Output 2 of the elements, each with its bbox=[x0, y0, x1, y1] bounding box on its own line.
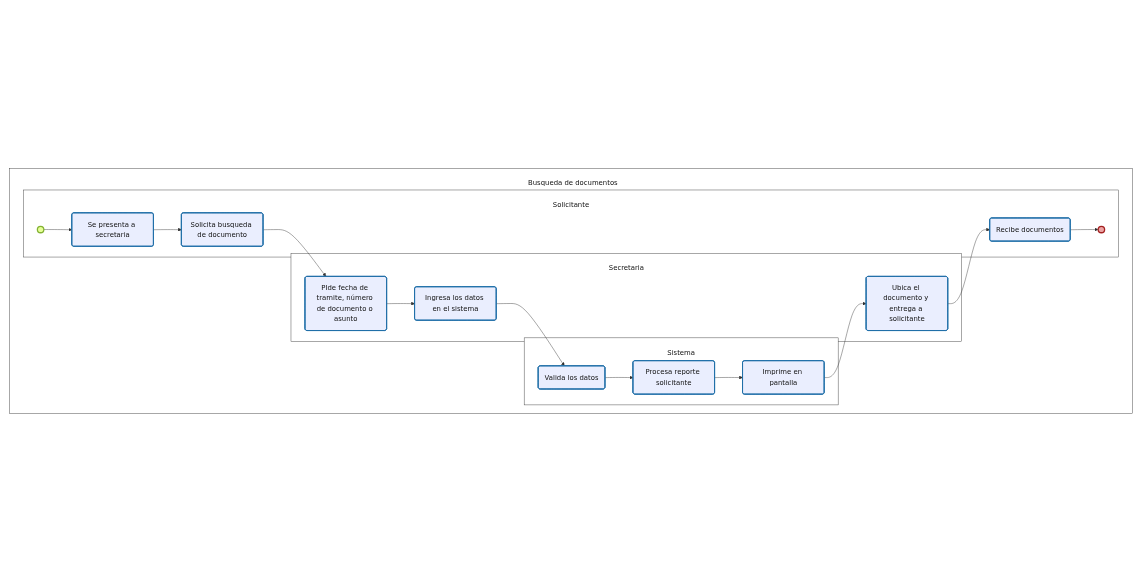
node-circle bbox=[1097, 225, 1106, 234]
node-circle bbox=[36, 225, 45, 234]
